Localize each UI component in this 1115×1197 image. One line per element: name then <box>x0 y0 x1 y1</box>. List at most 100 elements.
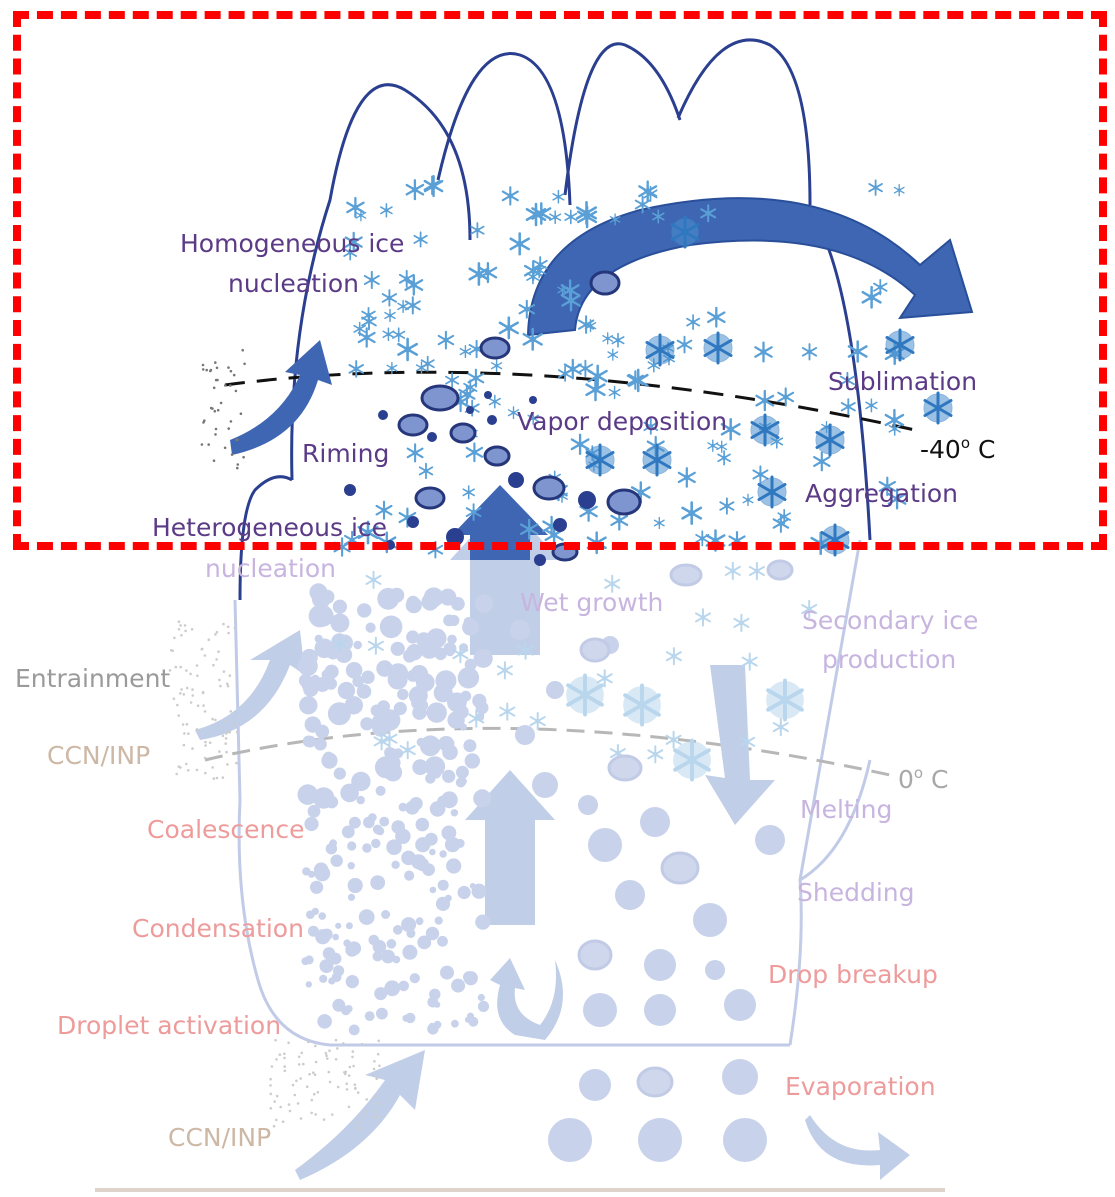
graupel-particle <box>481 338 509 358</box>
ice-crystal-icon <box>446 373 458 387</box>
supercooled-drop <box>446 528 464 546</box>
entrainment-arrow <box>195 630 305 740</box>
ice-crystal-icon <box>559 367 571 381</box>
ice-crystal-icon <box>696 609 710 625</box>
supercooled-drop <box>344 484 356 496</box>
ice-crystal-icon <box>500 318 518 339</box>
zero-value: 0 <box>898 765 914 794</box>
supercooled-drop <box>484 391 492 399</box>
aerosol-dot <box>329 1081 332 1084</box>
label-drop-breakup: Drop breakup <box>768 960 938 989</box>
ice-crystal-icon <box>572 435 589 454</box>
cloud-droplet <box>463 739 476 752</box>
cloud-droplet <box>345 696 363 714</box>
cloud-droplet <box>475 915 490 930</box>
aerosol-dot <box>357 1121 360 1124</box>
aerosol-dot <box>229 384 232 387</box>
ice-crystal-icon <box>726 563 740 579</box>
aerosol-dot <box>378 1065 381 1068</box>
cloud-droplet <box>443 615 455 627</box>
cloud-droplet <box>345 1005 353 1013</box>
aerosol-dot <box>325 1054 328 1057</box>
cloud-droplet <box>468 1017 478 1027</box>
cloud-droplet <box>439 850 446 857</box>
cloud-droplet <box>348 862 355 869</box>
cloud-droplet <box>306 910 315 919</box>
cloud-droplet <box>348 878 363 893</box>
aerosol-dot <box>175 666 178 669</box>
ice-crystal-icon <box>717 441 727 452</box>
supercooled-drop <box>378 410 388 420</box>
graupel-particle <box>768 561 792 579</box>
aerosol-dot <box>231 453 234 456</box>
aerosol-dot <box>216 631 219 634</box>
cloud-droplet <box>299 696 317 714</box>
label-zero-degrees: 0o C <box>898 764 949 794</box>
graupel-particle <box>638 1068 672 1096</box>
aerosol-dot <box>220 402 223 405</box>
cloud-droplet <box>325 678 337 690</box>
cloud-droplet <box>308 926 319 937</box>
cloud-droplet <box>319 975 327 983</box>
aerosol-dot <box>178 628 181 631</box>
aerosol-dot <box>215 428 218 431</box>
aerosol-dot <box>241 349 244 352</box>
cloud-droplet <box>394 702 407 715</box>
ice-crystal-icon <box>385 310 395 322</box>
aerosol-dot <box>212 664 215 667</box>
aerosol-dot <box>215 379 218 382</box>
cloud-droplet <box>435 670 456 691</box>
aerosol-dot <box>229 674 232 677</box>
aerosol-dot <box>287 1042 290 1045</box>
aerosol-dot <box>279 1106 282 1109</box>
aerosol-dot <box>288 1103 291 1106</box>
aerosol-dot <box>326 1057 329 1060</box>
cloud-droplet <box>321 929 333 941</box>
cloud-droplet <box>460 691 471 702</box>
aerosol-dot <box>227 366 230 369</box>
aerosol-dot <box>202 368 205 371</box>
aerosol-dot <box>196 675 199 678</box>
aerosol-dot <box>218 679 221 682</box>
aerosol-dot <box>235 390 238 393</box>
snow-aggregate-icon <box>886 330 914 360</box>
aerosol-dot <box>191 747 194 750</box>
graupel-particle <box>451 424 475 442</box>
cloud-droplet <box>357 684 372 699</box>
aerosol-dot <box>289 1110 292 1113</box>
snow-aggregate-icon <box>671 217 699 247</box>
cloud-droplet <box>475 594 493 612</box>
cloud-droplet <box>332 999 345 1012</box>
ice-crystal-icon <box>667 648 681 664</box>
aerosol-dot <box>348 1074 351 1077</box>
aerosol-dot <box>202 364 205 367</box>
aerosol-dot <box>191 688 194 691</box>
aerosol-dot <box>187 769 190 772</box>
rain-drop <box>615 880 645 910</box>
label-sublimation: Sublimation <box>828 367 977 396</box>
label-heterogeneous-line2: nucleation <box>205 554 336 583</box>
aerosol-dot <box>183 744 186 747</box>
aerosol-dot <box>234 627 237 630</box>
cloud-droplet <box>478 1001 489 1012</box>
aerosol-dot <box>328 1049 331 1052</box>
cloud-droplet <box>312 605 334 627</box>
aerosol-dot <box>210 369 213 372</box>
aerosol-dot <box>179 624 182 627</box>
ice-crystal-icon <box>612 334 623 347</box>
cloud-droplet <box>357 603 371 617</box>
cloud-droplet <box>335 923 341 929</box>
label-vapor-deposition: Vapor deposition <box>517 407 727 436</box>
ice-crystal-icon <box>471 223 483 237</box>
ice-crystal-icon <box>814 453 829 471</box>
supercooled-drop <box>487 415 497 425</box>
aerosol-dot <box>373 1110 376 1113</box>
aerosol-dot <box>226 763 229 766</box>
cloud-droplet <box>343 939 351 947</box>
aerosol-dot <box>186 723 189 726</box>
aerosol-dot <box>234 619 237 622</box>
ice-crystal-icon <box>511 234 529 255</box>
aerosol-dot <box>211 718 214 721</box>
aerosol-dot <box>214 633 217 636</box>
graupel-particle <box>608 490 640 514</box>
